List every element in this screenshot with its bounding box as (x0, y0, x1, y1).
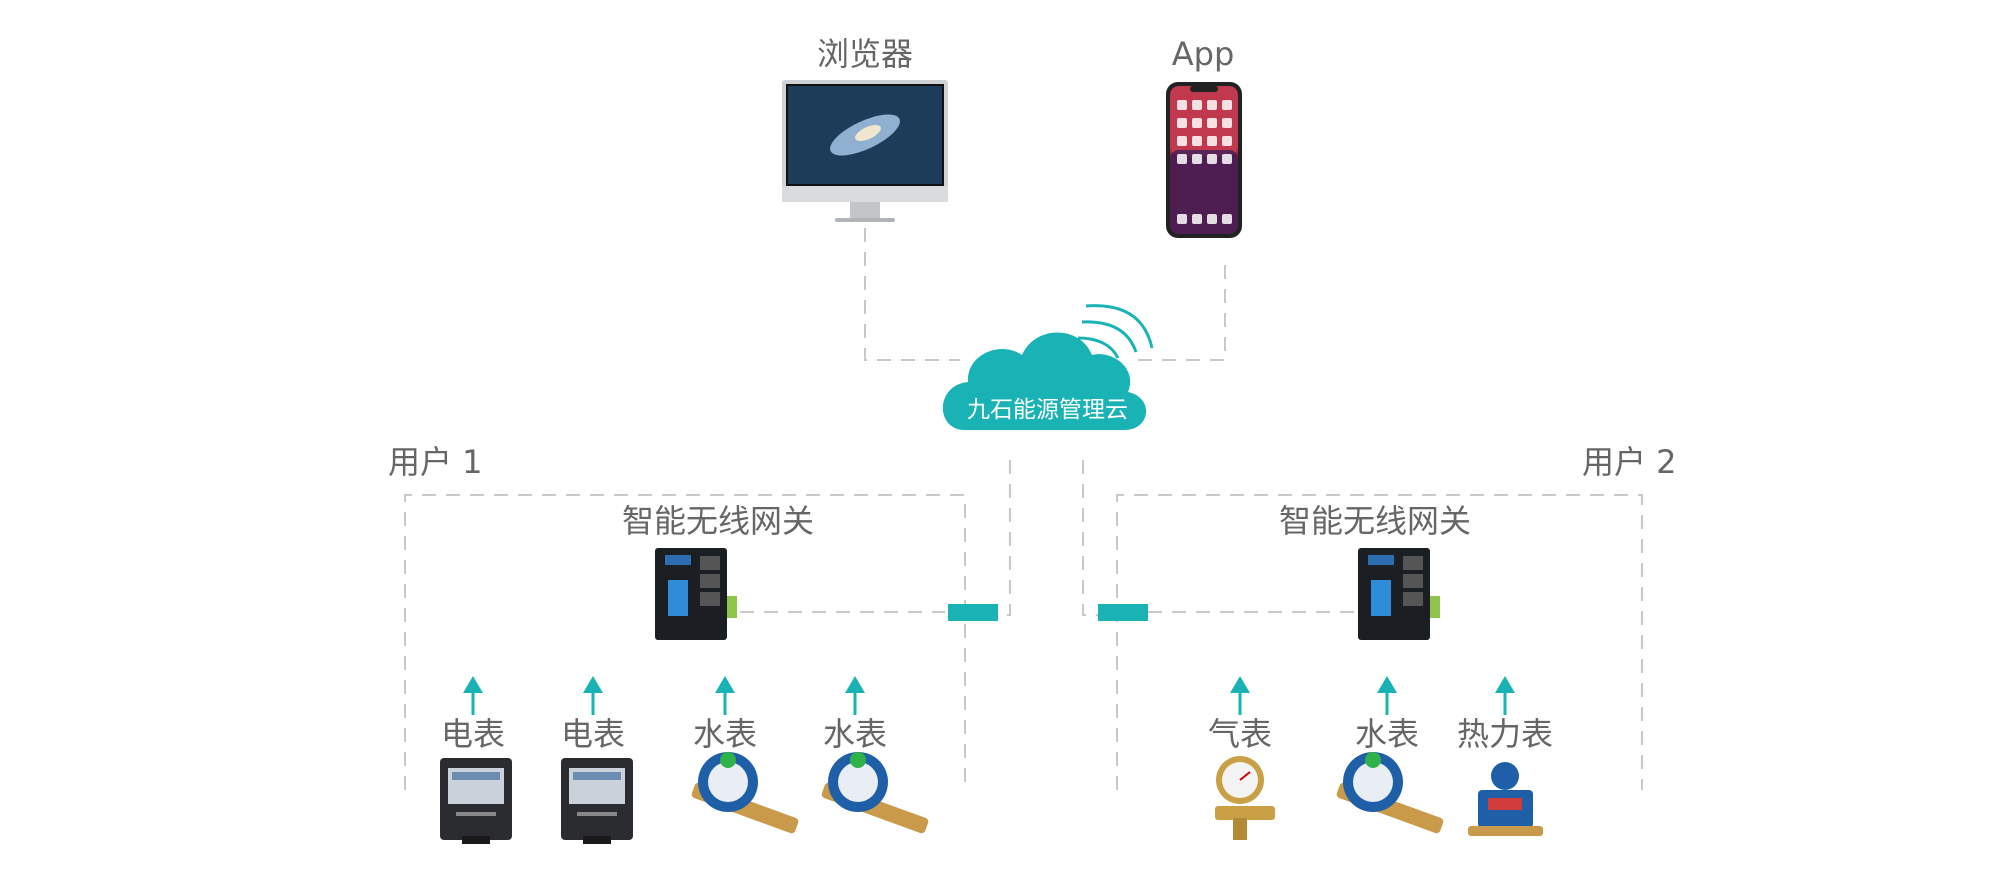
meter-label: 电表 (440, 715, 506, 753)
arrow-up-icon (583, 676, 603, 693)
meter-label: 气表 (1207, 715, 1273, 753)
water-meter-icon (691, 752, 799, 834)
gateway-icon (1358, 548, 1440, 640)
meter-label: 热力表 (1456, 715, 1554, 753)
browser-label: 浏览器 (816, 35, 914, 73)
meter-label: 水表 (1354, 715, 1420, 753)
user1-frame (404, 494, 966, 790)
app-cloud-line (1130, 265, 1226, 361)
arrow-up-icon (845, 676, 865, 693)
electric-meter-icon (440, 758, 512, 844)
user1-connector (948, 604, 998, 621)
meter-label: 水表 (822, 715, 888, 753)
gas-meter-icon (1215, 756, 1275, 840)
arrow-up-icon (1377, 676, 1397, 693)
imac-icon (782, 80, 948, 222)
water-meter-icon (1336, 752, 1444, 834)
user2-connector (1098, 604, 1148, 621)
user2-gateway-label: 智能无线网关 (1278, 502, 1472, 540)
heat-meter-icon (1468, 762, 1543, 836)
user1-gateway-label: 智能无线网关 (621, 502, 815, 540)
browser-cloud-line (864, 228, 960, 361)
cloud-label: 九石能源管理云 (967, 397, 1128, 423)
water-meter-icon (821, 752, 929, 834)
user2-label: 用户 2 (1582, 443, 1677, 481)
cloud-user1-line (950, 460, 1011, 616)
user1-label: 用户 1 (388, 443, 483, 481)
wifi-icon (1077, 304, 1154, 359)
arrow-up-icon (1230, 676, 1250, 693)
meter-label: 电表 (560, 715, 626, 753)
electric-meter-icon (561, 758, 633, 844)
gateway-icon (655, 548, 737, 640)
meter-label: 水表 (692, 715, 758, 753)
iphone-icon (1166, 82, 1242, 238)
user2-frame (1116, 494, 1643, 790)
arrow-up-icon (1495, 676, 1515, 693)
cloud-icon (942, 332, 1147, 430)
cloud-user2-line (1082, 460, 1140, 616)
arrow-up-icon (463, 676, 483, 693)
app-label: App (1171, 35, 1235, 73)
arrow-up-icon (715, 676, 735, 693)
